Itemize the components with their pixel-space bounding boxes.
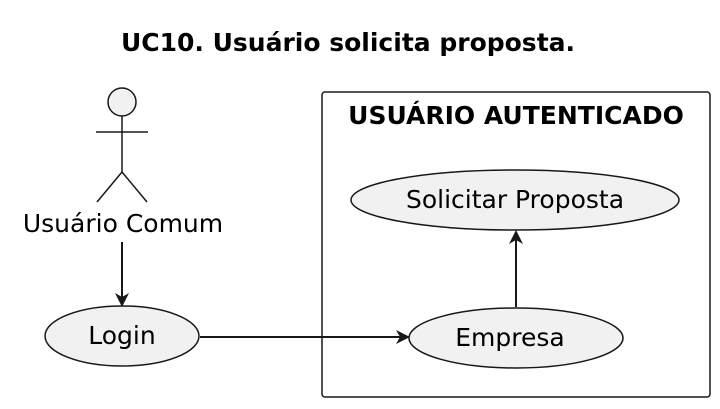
use-case-login-label: Login	[88, 321, 155, 350]
boundary-frame	[321, 91, 711, 398]
use-case-empresa: Empresa	[408, 307, 624, 369]
use-case-login: Login	[44, 305, 200, 367]
actor-usuario-comum: Usuário Comum	[23, 87, 223, 238]
use-case-empresa-label: Empresa	[455, 323, 564, 352]
actor-stick-figure-icon	[96, 87, 148, 203]
system-boundary: USUÁRIO AUTENTICADO	[321, 91, 711, 398]
actor-left-leg	[96, 171, 123, 203]
use-case-solicitar-label: Solicitar Proposta	[406, 185, 624, 214]
actor-right-leg	[121, 171, 148, 203]
actor-label: Usuário Comum	[23, 209, 223, 238]
connectors	[115, 230, 523, 344]
diagram-title: UC10. Usuário solicita proposta.	[121, 28, 575, 57]
actor-head	[107, 87, 137, 117]
boundary-label: USUÁRIO AUTENTICADO	[348, 101, 684, 130]
use-case-solicitar-proposta: Solicitar Proposta	[350, 169, 680, 231]
